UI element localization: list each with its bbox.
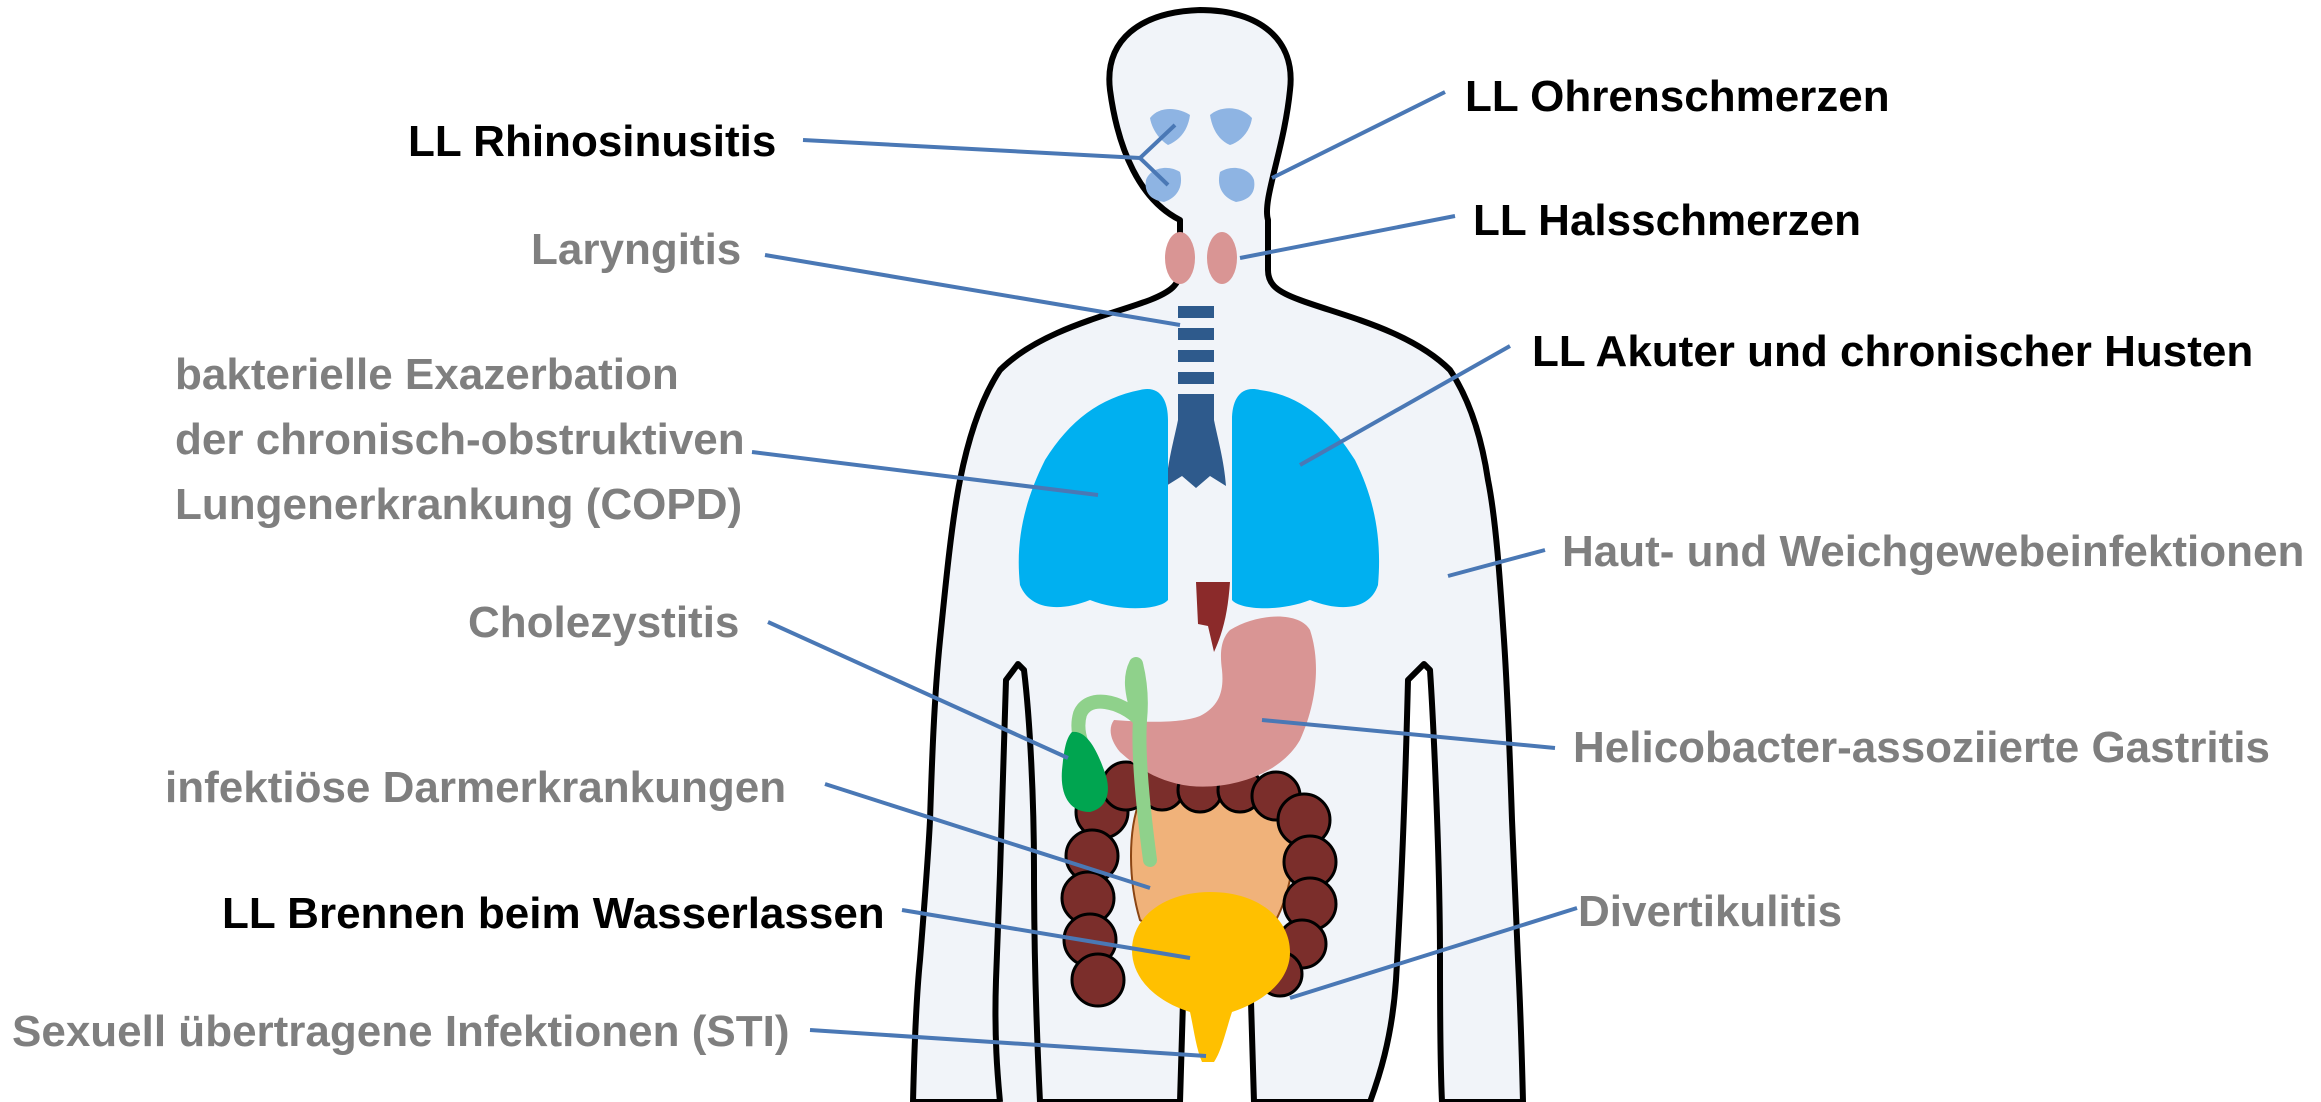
label-husten: LL Akuter und chronischer Husten bbox=[1532, 327, 2253, 377]
label-wasserlassen: LL Brennen beim Wasserlassen bbox=[222, 889, 885, 939]
label-copd-line-1: bakterielle Exazerbation bbox=[175, 342, 795, 407]
label-copd: bakterielle Exazerbation der chronisch-o… bbox=[175, 342, 795, 537]
label-laryngitis: Laryngitis bbox=[531, 225, 741, 275]
label-halsschmerzen: LL Halsschmerzen bbox=[1473, 196, 1861, 246]
label-rhinosinusitis: LL Rhinosinusitis bbox=[408, 117, 776, 167]
label-gastritis: Helicobacter-assoziierte Gastritis bbox=[1573, 723, 2270, 773]
label-darm: infektiöse Darmerkrankungen bbox=[165, 763, 786, 813]
tonsil-right-shape bbox=[1207, 232, 1237, 284]
label-cholezystitis: Cholezystitis bbox=[468, 598, 739, 648]
label-sti: Sexuell übertragene Infektionen (STI) bbox=[12, 1007, 789, 1057]
tonsil-left-shape bbox=[1165, 232, 1195, 284]
label-ohrenschmerzen: LL Ohrenschmerzen bbox=[1465, 72, 1890, 122]
label-haut: Haut- und Weichgewebeinfektionen bbox=[1562, 527, 2304, 577]
label-copd-line-2: der chronisch-obstruktiven bbox=[175, 407, 795, 472]
label-divertikulitis: Divertikulitis bbox=[1578, 887, 1842, 937]
label-copd-line-3: Lungenerkrankung (COPD) bbox=[175, 472, 795, 537]
